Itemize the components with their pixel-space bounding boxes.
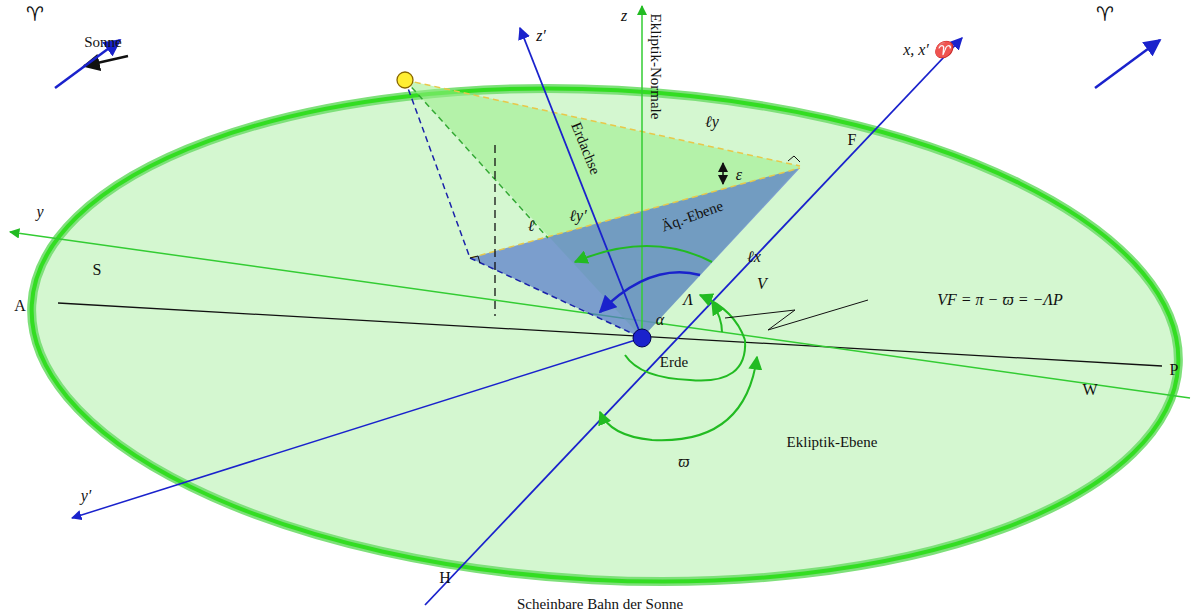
right-angle: [470, 256, 480, 263]
vertical-dash: [494, 145, 495, 316]
axis-label: α: [656, 312, 664, 328]
x-axis: [425, 38, 962, 605]
axis-label: z: [621, 8, 627, 24]
axis-label: ε: [736, 167, 742, 183]
axis-label: S: [93, 262, 102, 278]
vf-arc: [712, 302, 722, 332]
axis-label: VF = π − ϖ = −ΛP: [937, 292, 1062, 308]
ly-line: [405, 80, 800, 166]
sun-triangle: [405, 80, 800, 338]
axis-label: z′: [536, 28, 546, 44]
sun: [397, 72, 413, 88]
axis-label: ℓx: [747, 249, 761, 265]
axis-label: ℓ: [528, 218, 535, 234]
axis-label: x, x′ ♈: [903, 42, 953, 58]
axis-label: Ekliptik-Normale: [649, 13, 664, 119]
lambda-arc: [575, 246, 712, 262]
axis-label: ℓy: [705, 114, 719, 130]
axis-label: W: [1082, 382, 1097, 398]
v-arc: [700, 295, 745, 340]
axis-label: A: [14, 298, 26, 314]
epsilon-arrow: [722, 163, 724, 184]
leader-line: [725, 300, 868, 330]
axis-label: Λ: [683, 292, 693, 308]
alpha-arc: [600, 272, 700, 312]
axis-label: Erde: [660, 355, 688, 370]
y-prime-axis: [72, 338, 642, 518]
axis-label: H: [439, 570, 451, 586]
right-angle: [788, 156, 800, 162]
z-axis: [641, 6, 643, 338]
axis-label: Sonne: [84, 35, 122, 50]
axis-label: P: [1170, 362, 1179, 378]
axis-label: ϖ: [678, 454, 689, 470]
sun-drop-line: [405, 80, 470, 258]
aries-arrow: [1095, 40, 1160, 88]
axis-label: y′: [81, 488, 92, 504]
earth: [633, 329, 651, 347]
caption: Scheinbare Bahn der Sonne: [517, 597, 683, 612]
axis-label: Ekliptik-Ebene: [787, 435, 878, 450]
axis-label: F: [848, 132, 857, 148]
axis-label: y: [36, 204, 43, 220]
sun-orbit: [19, 60, 1191, 609]
axis-label: ♈: [1096, 4, 1114, 24]
l-line: [405, 80, 548, 238]
axis-label: V: [757, 276, 767, 292]
axis-label: ℓy′: [569, 208, 586, 224]
equator-triangle: [470, 168, 800, 338]
ecliptic-plane: [19, 60, 1191, 609]
ly-prime-line: [470, 168, 800, 258]
axis-label: ♈: [26, 4, 44, 24]
